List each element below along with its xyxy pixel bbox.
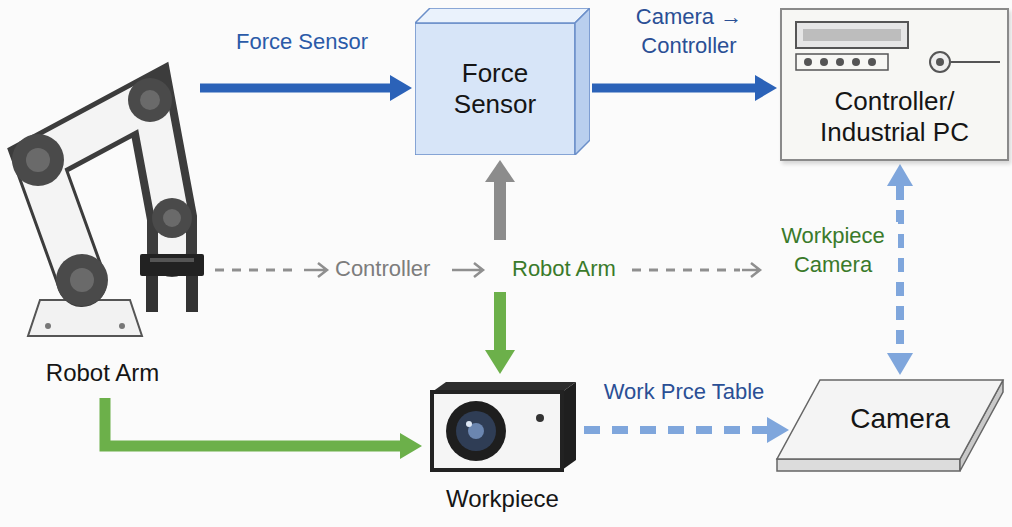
- robot-arm-figure-part: [70, 268, 94, 292]
- robot-arm-figure-part: [140, 90, 160, 110]
- text-group: Force Sensor: [433, 58, 558, 120]
- green-down-arrow-part: [485, 350, 515, 374]
- controller-box: Controller/ Industrial PC: [780, 8, 1009, 161]
- dashed-signal-line-part: [742, 263, 760, 277]
- robot-arm-figure-part: [45, 323, 51, 329]
- robot-arm-figure-part: [128, 78, 172, 122]
- dashed-signal-line-part: [452, 263, 483, 277]
- gray-up-arrow: [485, 160, 515, 240]
- controller-panel-icon-part: [796, 22, 908, 48]
- controller-panel-icon-part: [868, 58, 876, 66]
- robot-arm-figure-part: [140, 254, 204, 276]
- node-text: Controller/ Industrial PC: [792, 86, 997, 148]
- edge-label: Camera → Controller: [612, 3, 766, 60]
- edge-label: Workpiece Camera: [768, 222, 898, 279]
- camera-slab: Camera: [775, 378, 1005, 473]
- camera-figure-part: [562, 382, 576, 470]
- workpiece-node: Workpiece: [425, 380, 580, 520]
- camera-figure-part: [432, 392, 562, 470]
- camera-figure-part: [446, 401, 506, 461]
- green-down-arrow: [485, 292, 515, 374]
- cube-face: [415, 23, 575, 155]
- controller-panel-icon-part: [836, 58, 844, 66]
- camera-figure-part: [456, 411, 496, 451]
- camera-figure-part: [466, 421, 472, 427]
- controller-panel-icon-part: [803, 29, 901, 41]
- connector-arrow: [584, 426, 767, 434]
- node-text: Force Sensor: [433, 58, 558, 120]
- robot-arm-figure-part: [150, 258, 194, 262]
- sensor-box: Force Sensor: [415, 8, 590, 155]
- gray-up-arrow-part: [485, 160, 515, 182]
- node-text: Workpiece: [446, 485, 559, 514]
- robot-arm-figure: [12, 78, 204, 336]
- connector-arrow: [592, 84, 755, 93]
- gray-up-arrow-part: [494, 180, 506, 240]
- controller-panel-icon-part: [804, 58, 812, 66]
- node-text: Camera: [850, 402, 950, 436]
- edge-label: Force Sensor: [205, 28, 399, 57]
- robot-arm-figure-part: [56, 254, 108, 306]
- camera-figure-part: [536, 414, 544, 422]
- text-group: Controller/ Industrial PC: [792, 86, 997, 148]
- controller-panel-icon-part: [936, 58, 944, 66]
- camera-figure: [432, 382, 576, 470]
- dashed-signal-line-part: [215, 269, 298, 272]
- connector-arrow: [200, 84, 390, 93]
- dashed-signal-line-part: [304, 263, 327, 277]
- controller-panel-icon-part: [820, 58, 828, 66]
- robot-arm-figure-part: [152, 198, 192, 238]
- text-group: Workpiece: [446, 485, 559, 514]
- robot-arm-figure-part: [146, 276, 158, 312]
- controller-panel-icon: [796, 22, 1000, 72]
- controller-panel-icon-part: [930, 52, 950, 72]
- connector-arrow: [105, 398, 400, 446]
- cube-face: [415, 8, 590, 23]
- robot-arm-figure-part: [26, 148, 50, 172]
- signal-label: Controller: [333, 255, 432, 284]
- robot-node: Robot Arm: [5, 55, 200, 392]
- controller-panel-icon-part: [796, 54, 888, 70]
- robot-arm-figure-part: [163, 209, 181, 227]
- robot-arm-figure-part: [119, 323, 125, 329]
- dashed-signal-line-part: [632, 269, 740, 272]
- plate-face: [777, 459, 960, 471]
- green-down-arrow-part: [494, 292, 506, 352]
- dashed-signal-line: [215, 263, 760, 277]
- cube-face: [575, 8, 590, 155]
- text-group: Robot Arm: [46, 359, 159, 388]
- plate-face: [777, 380, 1003, 459]
- node-text: Robot Arm: [46, 359, 159, 388]
- robot-arm-figure-part: [12, 134, 64, 186]
- robot-arm-figure-part: [186, 276, 198, 312]
- signal-label: Robot Arm: [510, 255, 618, 284]
- controller-panel-icon-part: [852, 58, 860, 66]
- edge-label: Work Prce Table: [582, 378, 786, 407]
- text-group: Camera: [850, 402, 950, 436]
- controller-panel-icon-part: [951, 61, 1000, 63]
